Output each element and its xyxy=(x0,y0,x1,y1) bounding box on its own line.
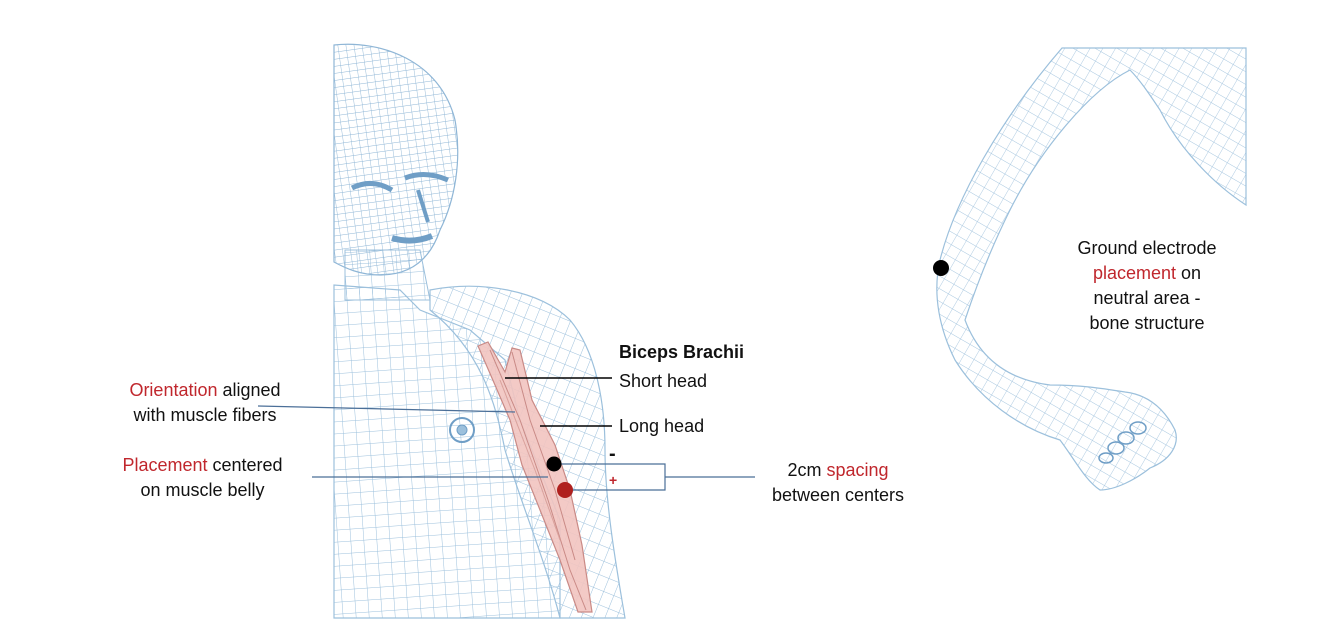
ground-highlight: placement xyxy=(1092,263,1177,283)
long-head-label: Long head xyxy=(619,416,705,436)
ground-electrode xyxy=(933,260,949,276)
muscle-title: Biceps Brachii xyxy=(619,342,745,362)
spacing-label: 2cm spacing between centers xyxy=(771,460,905,505)
minus-sign: - xyxy=(609,443,616,465)
spacing-highlight: spacing xyxy=(826,460,889,480)
orientation-label: Orientation aligned with muscle fibers xyxy=(129,380,281,425)
negative-electrode xyxy=(546,456,562,472)
placement-label: Placement centered on muscle belly xyxy=(122,455,283,500)
orientation-highlight: Orientation xyxy=(129,380,218,400)
orientation-leader-line xyxy=(257,405,516,413)
placement-highlight: Placement xyxy=(122,455,208,475)
plus-sign: + xyxy=(609,472,618,488)
short-head-label: Short head xyxy=(619,371,708,391)
ground-label: Ground electrode placement on neutral ar… xyxy=(1077,238,1217,333)
positive-electrode xyxy=(557,482,573,498)
bent-arm-mesh xyxy=(936,47,1247,491)
